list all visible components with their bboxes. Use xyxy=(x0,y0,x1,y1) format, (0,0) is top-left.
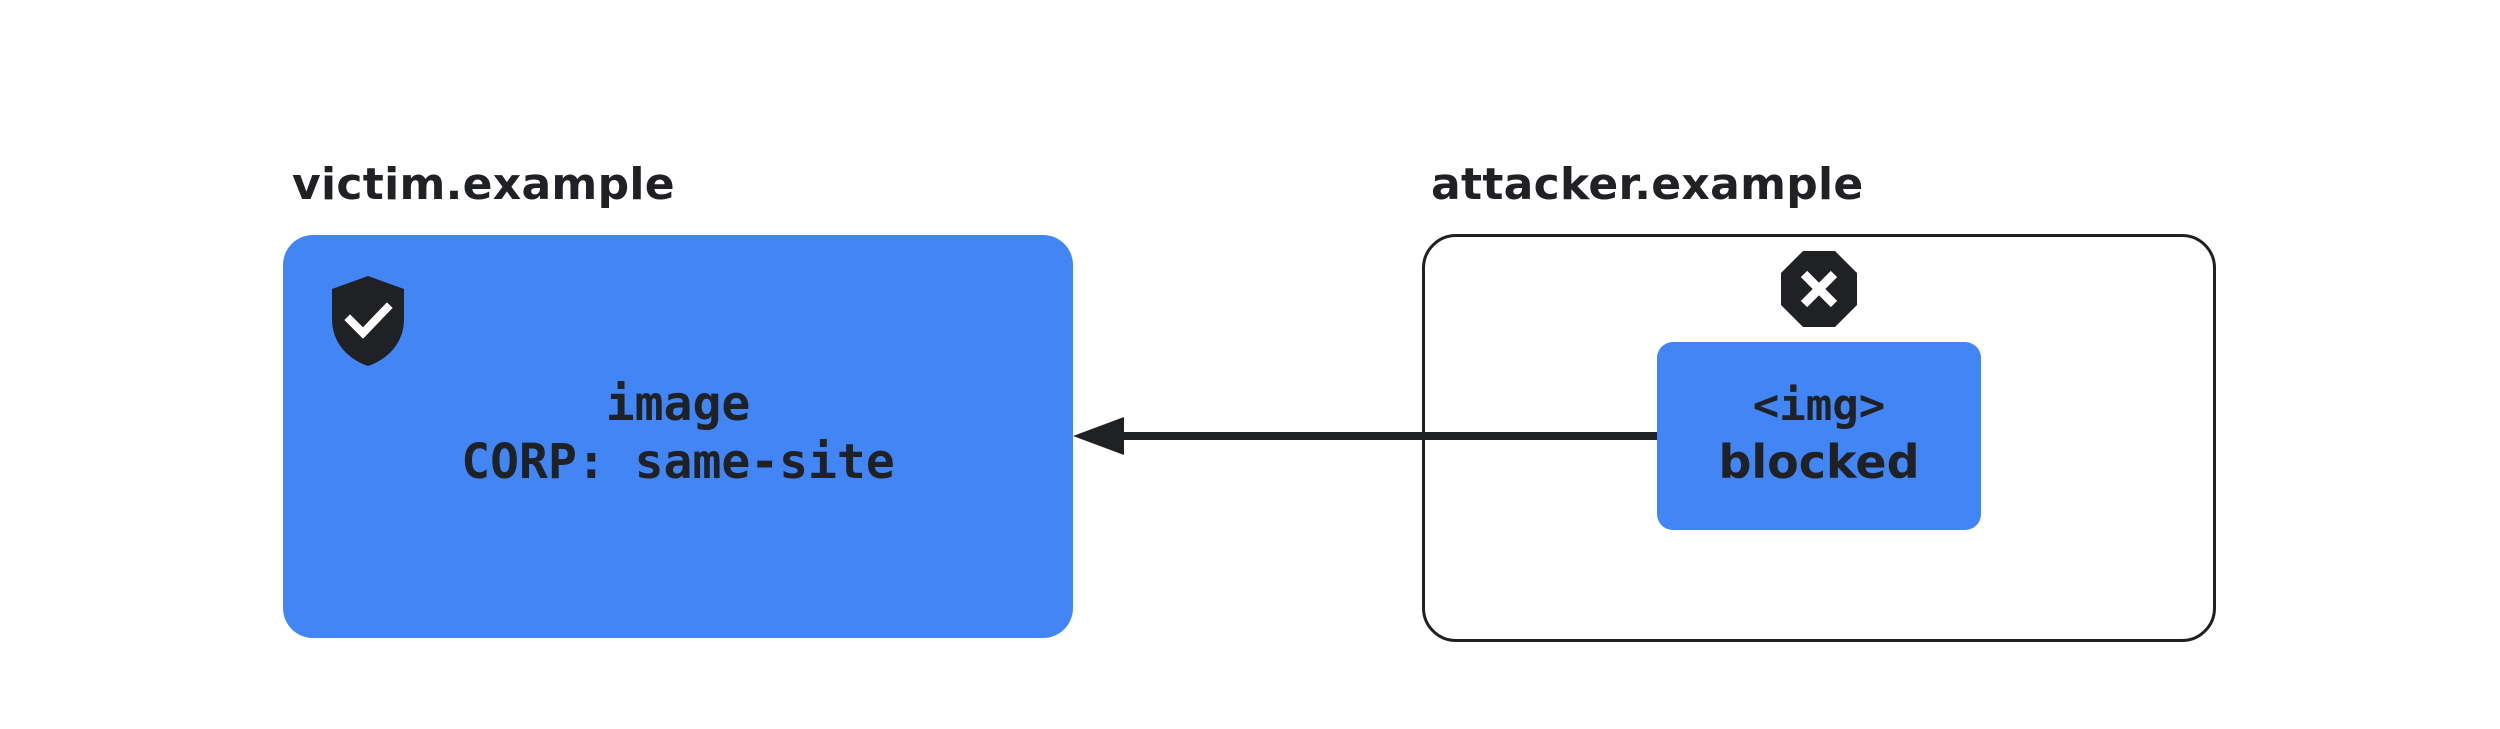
img-tag-text: <img> xyxy=(1752,380,1886,431)
attacker-site-label: attacker.example xyxy=(1431,159,1864,210)
blocked-status-text: blocked xyxy=(1718,435,1920,489)
shield-check-icon xyxy=(332,276,404,366)
victim-resource-text: image CORP: same-site xyxy=(461,376,895,490)
victim-resource-box: image CORP: same-site xyxy=(283,235,1073,638)
victim-site-label: victim.example xyxy=(292,159,675,210)
img-request-box: <img> blocked xyxy=(1657,342,1981,530)
arrow-head xyxy=(1073,417,1124,455)
blocked-stop-icon xyxy=(1781,251,1857,327)
